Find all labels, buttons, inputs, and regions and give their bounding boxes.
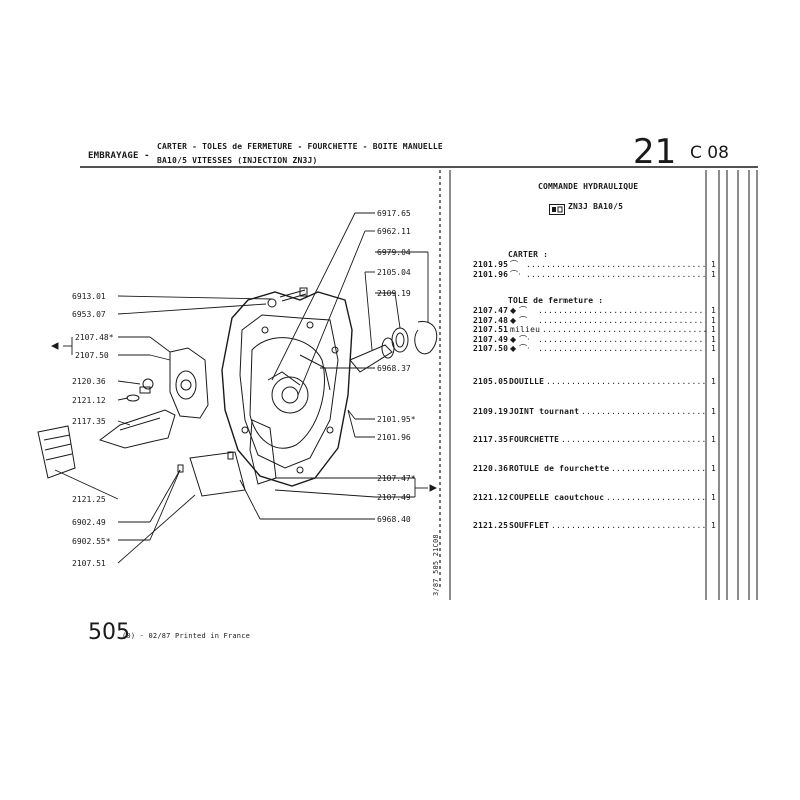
parts-section-title: COMMANDE HYDRAULIQUE — [538, 182, 639, 191]
part-ref: 2107.50 — [473, 344, 509, 353]
variant-symbol-icon: ◆ ⌒· — [510, 334, 531, 344]
part-qty: 1 — [711, 407, 717, 416]
engine-box-icon — [549, 200, 565, 219]
dot-leader: ......................... — [581, 407, 707, 416]
part-desc: FOURCHETTE — [509, 435, 560, 444]
dot-leader: .................................. — [538, 334, 709, 344]
part-ref: 2120.36 — [473, 464, 509, 473]
dot-leader: .................................... — [526, 260, 707, 269]
dot-leader: ................................. — [542, 325, 708, 334]
dot-leader: .................... — [606, 493, 707, 502]
gearbox-housing-drawing — [221, 291, 353, 487]
part-ref: 2109.19 — [473, 407, 509, 416]
part-qty: 1 — [711, 344, 717, 353]
callout-2120-36: 2120.36 — [72, 377, 106, 386]
part-ref: 2101.95 — [473, 260, 509, 269]
part-desc: ROTULE de fourchette — [509, 464, 610, 473]
part-ref: 2107.49 — [473, 334, 509, 344]
dot-leader: ............................. — [561, 435, 707, 444]
callout-6968-37: 6968.37 — [377, 364, 411, 373]
group-heading: CARTER : — [508, 250, 549, 259]
part-qty: 1 — [711, 521, 717, 530]
diagram-drawing — [37, 287, 438, 497]
leader-lines — [50, 212, 438, 564]
variant-symbol-icon: ◆ ⌒· — [510, 344, 531, 353]
dot-leader: .................................... — [526, 269, 707, 279]
callout-6913-01: 6913.01 — [72, 292, 106, 301]
part-ref: 2121.12 — [473, 493, 509, 502]
footer-model: 505 — [88, 620, 130, 645]
page-title-line1: CARTER - TOLES de FERMETURE - FOURCHETTE… — [157, 142, 443, 151]
variant-symbol-icon: ⌒· — [510, 269, 521, 279]
part-qty: 1 — [711, 464, 717, 473]
callout-2121-25: 2121.25 — [72, 495, 106, 504]
callout-6953-07: 6953.07 — [72, 310, 106, 319]
part-desc: SOUFFLET — [509, 521, 550, 530]
part-qty: 1 — [711, 269, 717, 279]
part-desc: milieu — [510, 325, 541, 334]
dot-leader: ................................ — [546, 377, 707, 386]
callout-6902-55: 6902.55* — [72, 537, 111, 546]
part-ref: 2107.48 — [473, 315, 509, 325]
part-qty: 1 — [711, 315, 717, 325]
part-ref: 2101.96 — [473, 269, 509, 279]
part-qty: 1 — [711, 260, 717, 269]
part-desc: JOINT tournant — [509, 407, 580, 416]
callout-6962-11: 6962.11 — [377, 227, 411, 236]
part-ref: 2121.25 — [473, 521, 509, 530]
callout-2109-19: 2109.19 — [377, 289, 411, 298]
callout-2117-35: 2117.35 — [72, 417, 106, 426]
callout-2121-12: 2121.12 — [72, 396, 106, 405]
variant-symbol-icon: ◆ ⌒ — [510, 315, 528, 325]
part-qty: 1 — [711, 325, 717, 334]
page-number-major: 21 — [633, 132, 677, 172]
group-heading: TOLE de fermeture : — [508, 296, 604, 305]
callout-2101-96: 2101.96 — [377, 433, 411, 442]
section-group-label: EMBRAYAGE - — [88, 151, 150, 161]
part-qty: 1 — [711, 334, 717, 344]
callout-2107-50: 2107.50 — [75, 351, 109, 360]
part-qty: 1 — [711, 493, 717, 502]
part-ref: 2105.05 — [473, 377, 509, 386]
dot-leader: ............................... — [551, 521, 707, 530]
callout-6902-49: 6902.49 — [72, 518, 106, 527]
part-qty: 1 — [711, 377, 717, 386]
part-desc: COUPELLE caoutchouc — [509, 493, 605, 502]
part-qty: 1 — [711, 435, 717, 444]
callout-2107-47: 2107.47* — [377, 474, 416, 483]
dot-leader: ................... — [611, 464, 707, 473]
part-ref: 2107.51 — [473, 325, 509, 334]
exploded-parts-diagram: 6913.01 6953.07 2107.48* 2107.50 2120.36… — [37, 209, 438, 568]
page-number-minor: C 08 — [690, 143, 729, 163]
callout-2107-48: 2107.48* — [75, 333, 114, 342]
callout-6968-40: 6968.40 — [377, 515, 411, 524]
callout-2101-95: 2101.95* — [377, 415, 416, 424]
page-title-line2: BA10/5 VITESSES (INJECTION ZN3J) — [157, 156, 318, 165]
callout-2105-04: 2105.04 — [377, 268, 411, 277]
part-desc: DOUILLE — [509, 377, 545, 386]
engine-code: ZN3J BA10/5 — [568, 202, 624, 211]
variant-symbol-icon: ◆ ⌒ — [510, 306, 528, 315]
part-ref: 2107.47 — [473, 306, 509, 315]
callout-2107-49: 2107.49 — [377, 493, 411, 502]
part-qty: 1 — [711, 306, 717, 315]
dot-leader: .................................. — [538, 315, 709, 325]
part-ref: 2117.35 — [473, 435, 509, 444]
callout-6917-65: 6917.65 — [377, 209, 411, 218]
dot-leader: .................................. — [538, 344, 709, 353]
callout-2107-51: 2107.51 — [72, 559, 106, 568]
variant-symbol-icon: ⌒ — [510, 260, 519, 269]
footer-edition: (0) - 02/87 Printed in France — [122, 632, 251, 640]
callout-6979-04: 6979.04 — [377, 248, 411, 257]
dot-leader: .................................. — [538, 306, 709, 315]
